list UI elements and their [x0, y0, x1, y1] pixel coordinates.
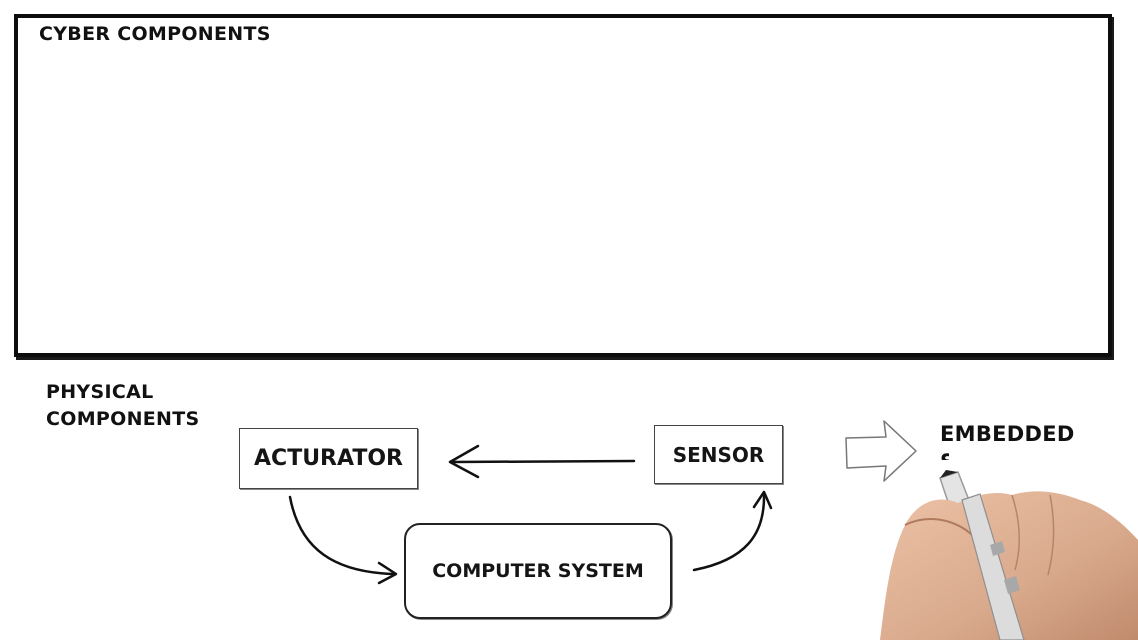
physical-title-line2: COMPONENTS: [46, 408, 200, 430]
cyber-components-title: CYBER COMPONENTS: [39, 23, 271, 45]
block-arrow-icon: [845, 420, 917, 482]
embedded-label: EMBEDDED: [940, 422, 1075, 446]
sensor-label: SENSOR: [672, 442, 765, 467]
computer-system-node: COMPUTER SYSTEM: [404, 523, 672, 619]
computer-system-label: COMPUTER SYSTEM: [432, 560, 644, 582]
hand-with-marker-icon: [880, 470, 1138, 640]
arrow-computer-to-sensor: [692, 490, 773, 572]
arrow-sensor-to-actuator: [448, 444, 636, 479]
actuator-node: ACTURATOR: [239, 428, 418, 489]
physical-title-line1: PHYSICAL: [46, 381, 154, 403]
actuator-label: ACTURATOR: [254, 446, 403, 471]
arrow-actuator-to-computer: [288, 495, 398, 585]
embedded-partial-letter: S: [940, 450, 949, 460]
physical-components-title: PHYSICAL COMPONENTS: [46, 379, 200, 433]
cyber-components-box: [14, 14, 1112, 357]
sensor-node: SENSOR: [654, 425, 783, 484]
